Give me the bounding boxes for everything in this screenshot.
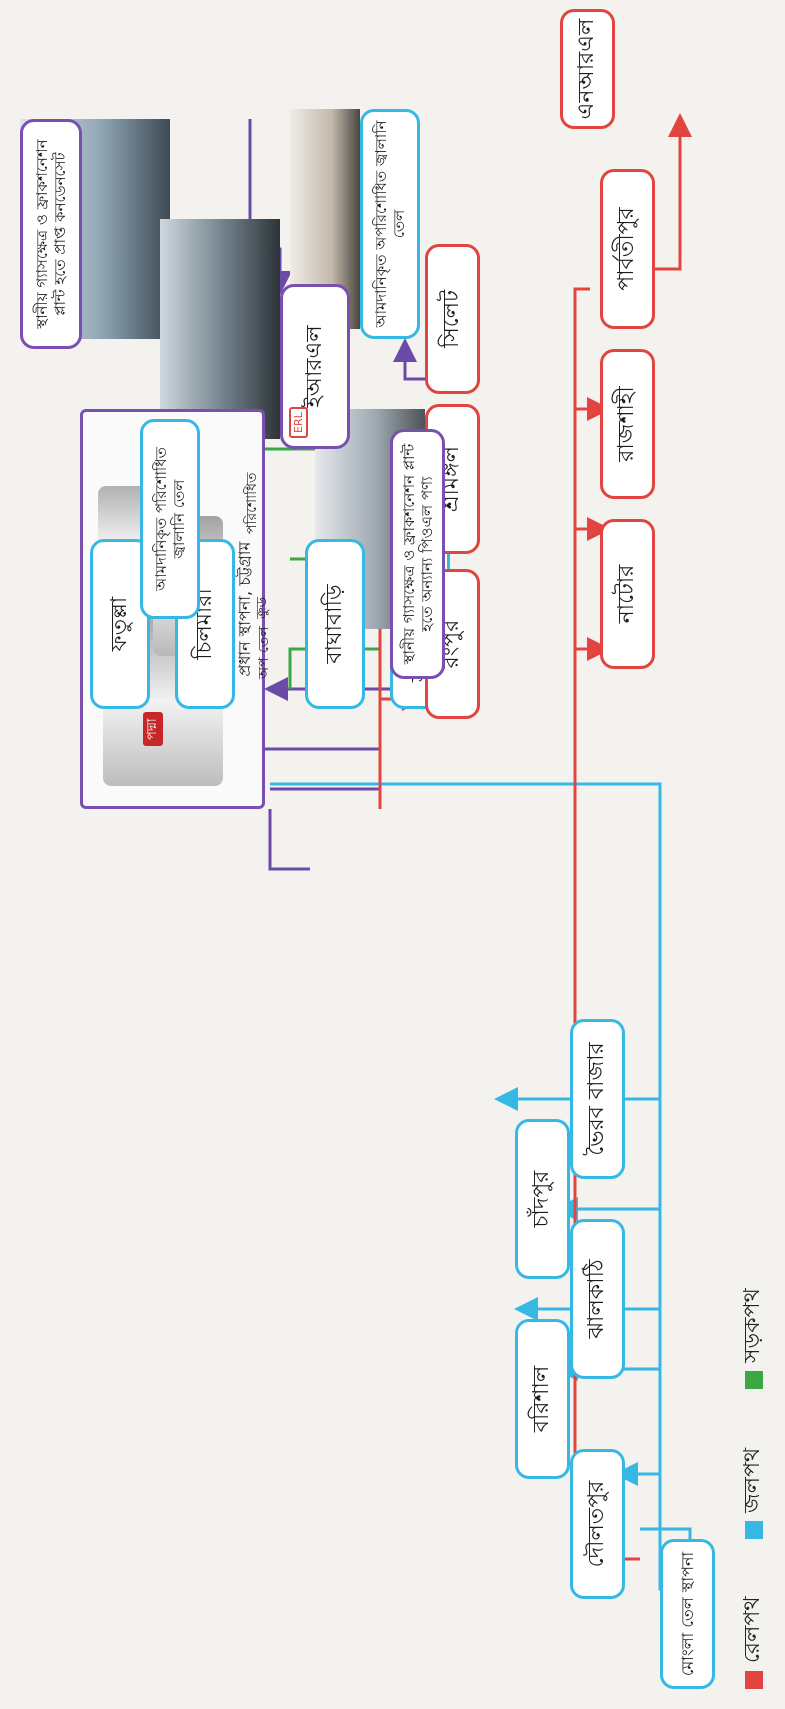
legend-label-rail: রেলপথ [740, 1596, 765, 1663]
node-mongla: মোংলা তেল স্থাপনা [660, 1539, 715, 1689]
node-rajshahi: রাজশাহী [600, 349, 655, 499]
node-import-refined: আমদানিকৃত পরিশোধিত জ্বালানি তেল [140, 419, 200, 619]
legend-swatch-road [744, 1371, 763, 1389]
node-local-condensate: স্থানীয় গ্যাসক্ষেত্র ও ফ্রাকশনেশন প্লান… [20, 119, 82, 349]
node-baghabari: বাঘাবাড়ি [305, 539, 365, 709]
node-import-crude: আমদানিকৃত অপরিশোধিত জ্বালানি তেল [360, 109, 420, 339]
legend-road: সড়কপথ [735, 1288, 772, 1389]
legend-label-road: সড়কপথ [740, 1288, 765, 1363]
node-sylhet: সিলেট [425, 244, 480, 394]
node-bhairab: ভৈরব বাজার [570, 1019, 625, 1179]
legend-label-water: জলপথ [740, 1447, 765, 1513]
node-natore: নাটোর [600, 519, 655, 669]
node-barishal: বরিশাল [515, 1319, 570, 1479]
legend-water: জলপথ [735, 1448, 772, 1539]
legend-rail: রেলপথ [735, 1596, 772, 1689]
legend-swatch-water [744, 1521, 763, 1539]
node-chandpur: চাঁদপুর [515, 1119, 570, 1279]
node-daulatpur: দৌলতপুর [570, 1449, 625, 1599]
edge-label-crude-oil: অপ তেল [256, 626, 272, 679]
edge-label-crude: ক্রুড [254, 596, 270, 619]
erl-label: ইআরএল [301, 325, 327, 408]
node-erl: ERL ইআরএল [280, 284, 350, 449]
legend-swatch-rail [744, 1671, 763, 1689]
edge-main-to-baghabari [268, 809, 310, 871]
erl-badge: ERL [289, 407, 309, 438]
node-nrl: এনআরএল [560, 9, 615, 129]
node-jhalakathi: ঝালকাঠি [570, 1219, 625, 1379]
edge-label-refined: পরিশোধিত [244, 472, 260, 534]
node-parbatipur: পার্বতীপুর [600, 169, 655, 329]
edge-main-water-south [270, 782, 706, 1601]
erl-refinery-photo [160, 219, 280, 439]
tank-brand-logo: পদ্মা [143, 712, 163, 746]
node-local-pol: স্থানীয় গ্যাসক্ষেত্র ও ফ্রাকশনেশন প্লান… [390, 429, 445, 679]
